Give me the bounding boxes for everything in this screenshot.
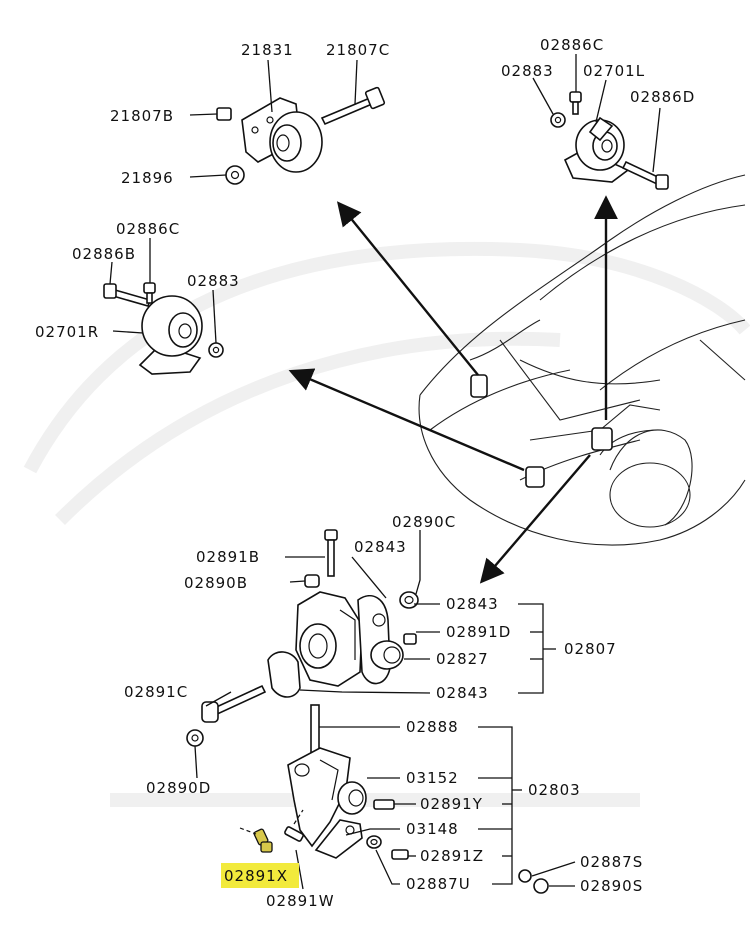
label-02843-a: 02843 (354, 538, 407, 556)
label-02807: 02807 (564, 640, 617, 658)
arrows (288, 195, 618, 584)
label-02891B: 02891B (196, 548, 260, 566)
label-02887U: 02887U (406, 875, 471, 893)
bay-mount-right (591, 427, 613, 451)
label-02701R: 02701R (35, 323, 99, 341)
label-21831: 21831 (241, 41, 294, 59)
label-02891Y: 02891Y (420, 795, 483, 813)
label-02886B: 02886B (72, 245, 136, 263)
label-02891C: 02891C (124, 683, 188, 701)
label-02883-top: 02883 (501, 62, 554, 80)
label-02886C-left: 02886C (116, 220, 180, 238)
part-labels: 21831 21807C 21807B 21896 02886C 02883 0… (35, 36, 695, 910)
label-02888: 02888 (406, 718, 459, 736)
bay-mount-front (525, 466, 545, 488)
label-02891Z: 02891Z (420, 847, 484, 865)
bracket-02803-assembly (253, 704, 549, 894)
label-02803: 02803 (528, 781, 581, 799)
label-02891D: 02891D (446, 623, 511, 641)
label-02827: 02827 (436, 650, 489, 668)
mount-02701R-assembly (103, 282, 224, 375)
mount-02701L-assembly (550, 91, 669, 190)
label-02843-b: 02843 (446, 595, 499, 613)
guide-02891X (239, 827, 257, 835)
label-02701L: 02701L (583, 62, 645, 80)
bay-mount-left (470, 374, 488, 398)
label-02890B: 02890B (184, 574, 248, 592)
watermark (23, 241, 750, 807)
label-02890D: 02890D (146, 779, 211, 797)
label-21896: 21896 (121, 169, 174, 187)
mount-21831-assembly (216, 86, 386, 185)
highlight-02891X (221, 863, 299, 888)
label-02891W: 02891W (266, 892, 335, 910)
label-21807C: 21807C (326, 41, 390, 59)
label-02886D: 02886D (630, 88, 695, 106)
label-03148: 03148 (406, 820, 459, 838)
guide-02891W (293, 809, 304, 825)
label-02843-c: 02843 (436, 684, 489, 702)
label-02891X: 02891X (224, 867, 288, 885)
label-02886C-top: 02886C (540, 36, 604, 54)
label-02887S: 02887S (580, 853, 643, 871)
car-outline (418, 174, 746, 546)
label-02883-left: 02883 (187, 272, 240, 290)
label-02890C: 02890C (392, 513, 456, 531)
leader-lines (109, 54, 661, 890)
label-03152: 03152 (406, 769, 459, 787)
label-02890S: 02890S (580, 877, 643, 895)
bracket-02807-assembly (186, 529, 419, 747)
label-21807B: 21807B (110, 107, 174, 125)
